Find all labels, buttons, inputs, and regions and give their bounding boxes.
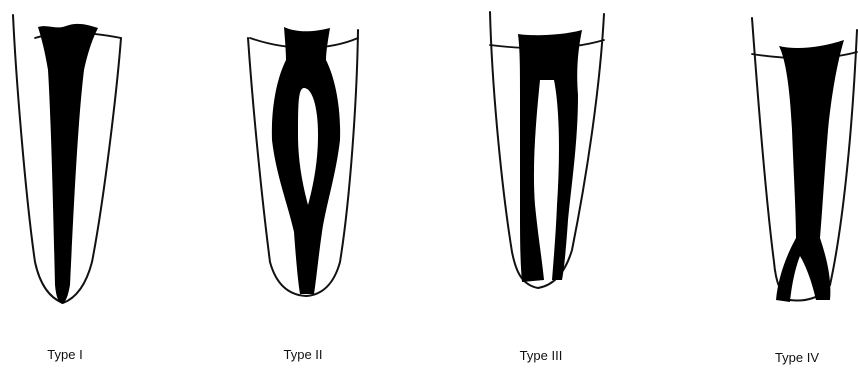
- label-type-2: Type II: [283, 347, 322, 362]
- label-type-4: Type IV: [775, 350, 819, 365]
- label-type-1: Type I: [47, 347, 82, 362]
- tooth-type-4: [752, 18, 857, 302]
- tooth-type-2: [248, 27, 358, 296]
- tooth-type-1: [13, 15, 121, 304]
- label-type-3: Type III: [520, 348, 563, 363]
- tooth-type-3: [490, 12, 604, 288]
- tooth-diagrams: [0, 0, 858, 330]
